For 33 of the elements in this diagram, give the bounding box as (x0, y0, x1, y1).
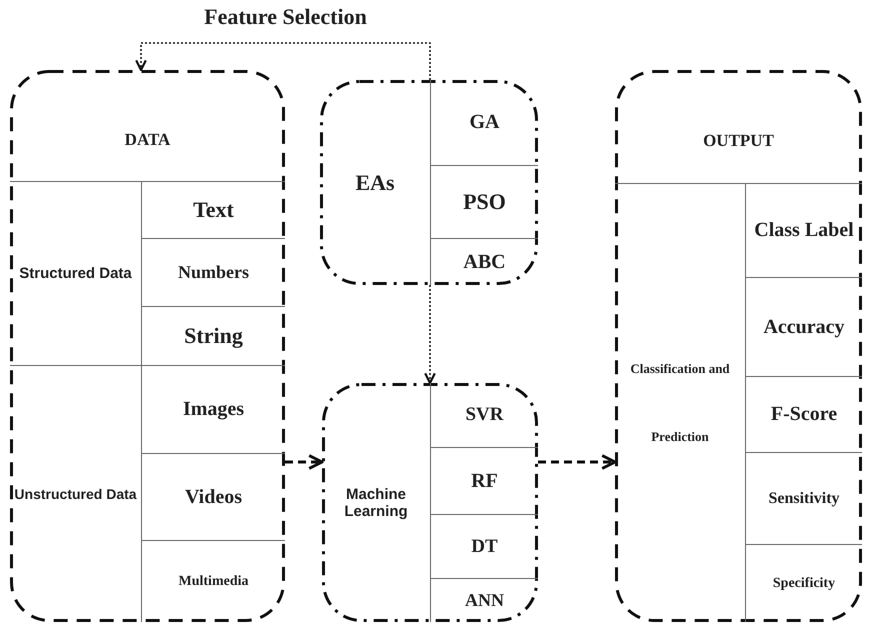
table-cell: Unstructured Data (10, 365, 142, 622)
table-cell: Sensitivity (746, 452, 862, 544)
table-cell: ANN (430, 578, 538, 622)
table-cell: F-Score (746, 376, 862, 452)
table-cell: Accuracy (746, 277, 862, 376)
table-cell: GA (430, 80, 538, 165)
panel-heading: EAs (354, 168, 396, 196)
table-cell: PSO (430, 165, 538, 238)
table-cell: SVR (430, 383, 538, 447)
table-cell: Class Label (746, 183, 862, 277)
table-cell: Images (142, 365, 285, 453)
table-cell: Specificity (746, 544, 862, 622)
table-cell: RF (430, 447, 538, 514)
table-cell: Text (142, 181, 285, 238)
table-cell: Numbers (142, 238, 285, 306)
rounded-panel (615, 70, 862, 622)
panel-heading: Machine Learning (343, 484, 409, 522)
panel-heading: DATA (124, 129, 172, 151)
arrow (135, 42, 431, 80)
table-cell: Videos (142, 453, 285, 540)
table-cell: DT (430, 514, 538, 578)
arrow (538, 454, 616, 470)
table-cell: Multimedia (142, 540, 285, 622)
rounded-panel (10, 70, 285, 622)
table-cell: Classification and Prediction (615, 183, 746, 622)
arrow (424, 285, 436, 384)
rounded-panel (320, 80, 538, 285)
table-cell: String (142, 306, 285, 365)
table-cell: Structured Data (10, 181, 142, 365)
panel-heading: OUTPUT (702, 130, 775, 152)
rounded-panel (322, 383, 538, 622)
table-cell: ABC (430, 238, 538, 285)
arrow (285, 454, 324, 470)
